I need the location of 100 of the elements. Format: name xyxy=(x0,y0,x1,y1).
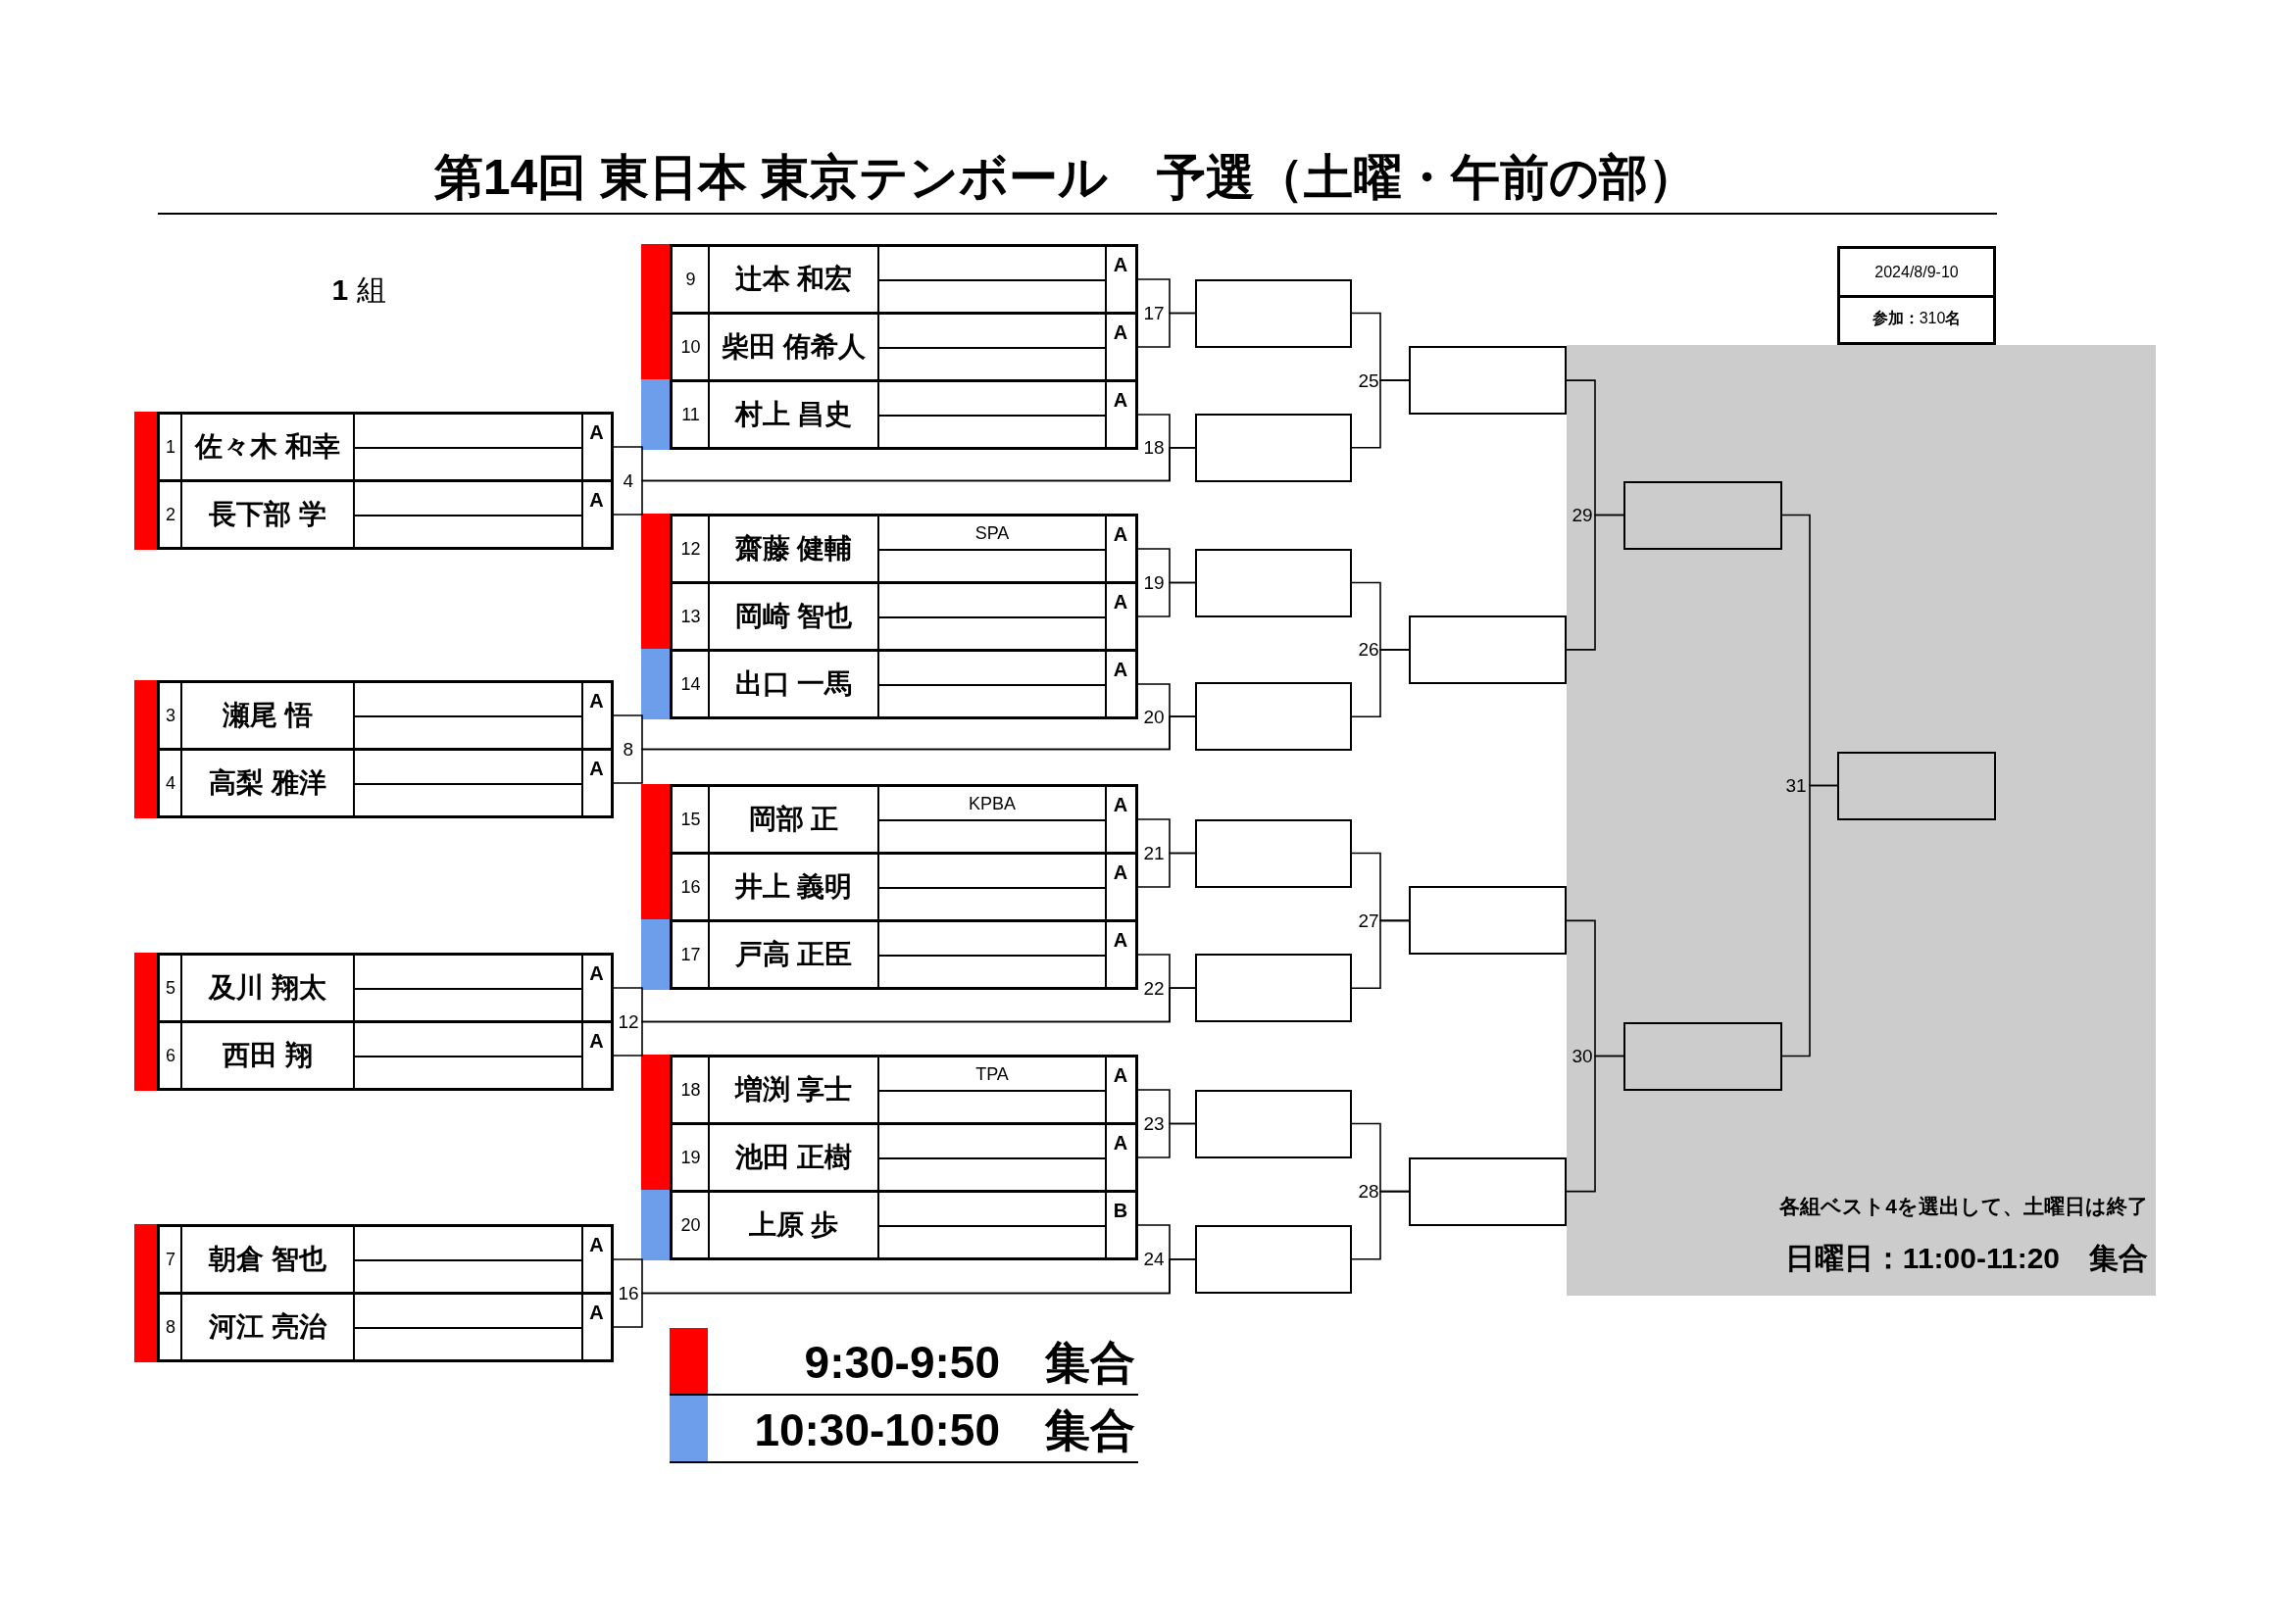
class-grade: A xyxy=(588,961,605,986)
match-number: 8 xyxy=(623,740,634,759)
match-slot xyxy=(1409,886,1567,956)
player-row xyxy=(670,784,1138,855)
bracket-line xyxy=(1137,1224,1196,1260)
group-heading: 1 組 xyxy=(331,275,386,305)
player-name: 岡部 正 xyxy=(747,803,840,836)
player-number: 20 xyxy=(679,1213,702,1237)
player-number: 12 xyxy=(679,537,702,561)
bracket-line xyxy=(1351,919,1410,990)
player-number: 11 xyxy=(680,403,701,426)
match-number: 12 xyxy=(618,1012,639,1031)
class-grade: A xyxy=(1112,793,1129,817)
class-grade: A xyxy=(588,757,605,781)
match-number: 20 xyxy=(1143,707,1165,726)
player-name: 上原 歩 xyxy=(747,1208,840,1242)
title-text: 第14回 東日本 東京テンボール 予選（土曜・午前の部） xyxy=(432,149,1699,207)
bracket-line xyxy=(1781,784,1838,1057)
match-slot xyxy=(1623,480,1782,550)
class-grade: A xyxy=(1112,658,1129,682)
participant-count: 参加：310名 xyxy=(1871,308,1963,329)
match-number: 30 xyxy=(1572,1047,1593,1065)
match-number: 24 xyxy=(1143,1250,1165,1269)
class-grade: A xyxy=(1112,928,1129,953)
class-grade: A xyxy=(588,689,605,713)
player-name: 齋藤 健輔 xyxy=(733,532,854,566)
player-number: 19 xyxy=(679,1146,702,1169)
match-number: 27 xyxy=(1358,910,1379,930)
player-row xyxy=(157,412,614,482)
player-number: 18 xyxy=(679,1078,702,1102)
player-number: 14 xyxy=(679,672,702,696)
player-name: 池田 正樹 xyxy=(733,1141,854,1174)
match-slot xyxy=(1195,682,1352,752)
player-row xyxy=(670,1055,1138,1125)
player-row xyxy=(670,1122,1138,1193)
sunday-assembly-time: 日曜日：11:00-11:20 集合 xyxy=(1784,1241,2148,1276)
class-grade: B xyxy=(1112,1199,1129,1223)
bracket-line xyxy=(1137,414,1196,449)
player-number: 15 xyxy=(679,808,702,831)
bracket-line xyxy=(1137,954,1196,990)
player-name: 柴田 侑希人 xyxy=(720,330,868,364)
player-number: 10 xyxy=(679,335,702,359)
player-name: 朝倉 智也 xyxy=(207,1243,327,1276)
bracket-line xyxy=(1137,581,1196,617)
player-number: 6 xyxy=(165,1044,176,1067)
class-grade: A xyxy=(588,1301,605,1325)
player-row xyxy=(157,1224,614,1295)
match-slot xyxy=(1195,818,1352,888)
match-slot xyxy=(1623,1021,1782,1091)
player-number: 8 xyxy=(165,1315,176,1339)
match-number: 18 xyxy=(1143,438,1165,458)
affiliation-text: KPBA xyxy=(968,793,1017,815)
player-name: 井上 義明 xyxy=(733,870,854,904)
bracket-line xyxy=(1566,1055,1624,1193)
match-number: 21 xyxy=(1143,844,1165,862)
player-row xyxy=(670,1190,1138,1260)
match-number: 17 xyxy=(1143,304,1165,322)
player-name: 村上 昌史 xyxy=(733,398,854,431)
affiliation-text: TPA xyxy=(974,1063,1010,1086)
player-name: 増渕 享士 xyxy=(733,1073,854,1107)
class-grade: A xyxy=(1112,1063,1129,1088)
match-number: 29 xyxy=(1572,506,1593,524)
player-name: 高梨 雅洋 xyxy=(208,766,327,800)
player-number: 1 xyxy=(165,435,176,459)
match-slot xyxy=(1195,548,1352,617)
player-name: 出口 一馬 xyxy=(733,667,854,701)
player-number: 16 xyxy=(679,875,702,899)
match-slot xyxy=(1409,346,1567,416)
player-row xyxy=(157,1020,614,1091)
class-grade: A xyxy=(1112,522,1129,547)
class-grade: A xyxy=(1112,861,1129,885)
player-name: 及川 翔太 xyxy=(207,971,327,1005)
match-number: 25 xyxy=(1358,370,1379,390)
player-number: 3 xyxy=(165,704,176,727)
bracket-line xyxy=(1566,514,1624,651)
player-row xyxy=(670,919,1138,990)
player-name: 長下部 学 xyxy=(208,498,327,531)
match-slot xyxy=(1195,413,1352,482)
match-number: 19 xyxy=(1143,573,1165,592)
player-row xyxy=(157,680,614,751)
player-number: 17 xyxy=(679,943,702,966)
player-row xyxy=(670,581,1138,652)
affiliation-text: SPA xyxy=(973,522,1011,545)
player-number: 7 xyxy=(165,1248,176,1271)
player-number: 13 xyxy=(679,605,702,628)
player-number: 9 xyxy=(684,268,697,291)
legend-text: 10:30-10:50 集合 xyxy=(753,1403,1135,1457)
event-info-table xyxy=(1837,246,1996,345)
player-number: 5 xyxy=(165,976,176,1000)
match-slot xyxy=(1195,1089,1352,1158)
player-row xyxy=(670,649,1138,719)
match-number: 23 xyxy=(1143,1114,1165,1133)
match-slot xyxy=(1195,1224,1352,1294)
match-number: 26 xyxy=(1358,640,1379,660)
bracket-line xyxy=(1351,649,1410,718)
match-slot xyxy=(1837,751,1996,820)
class-grade: A xyxy=(1112,1131,1129,1156)
match-number: 4 xyxy=(623,471,634,490)
class-grade: A xyxy=(1112,590,1129,615)
player-row xyxy=(157,953,614,1023)
